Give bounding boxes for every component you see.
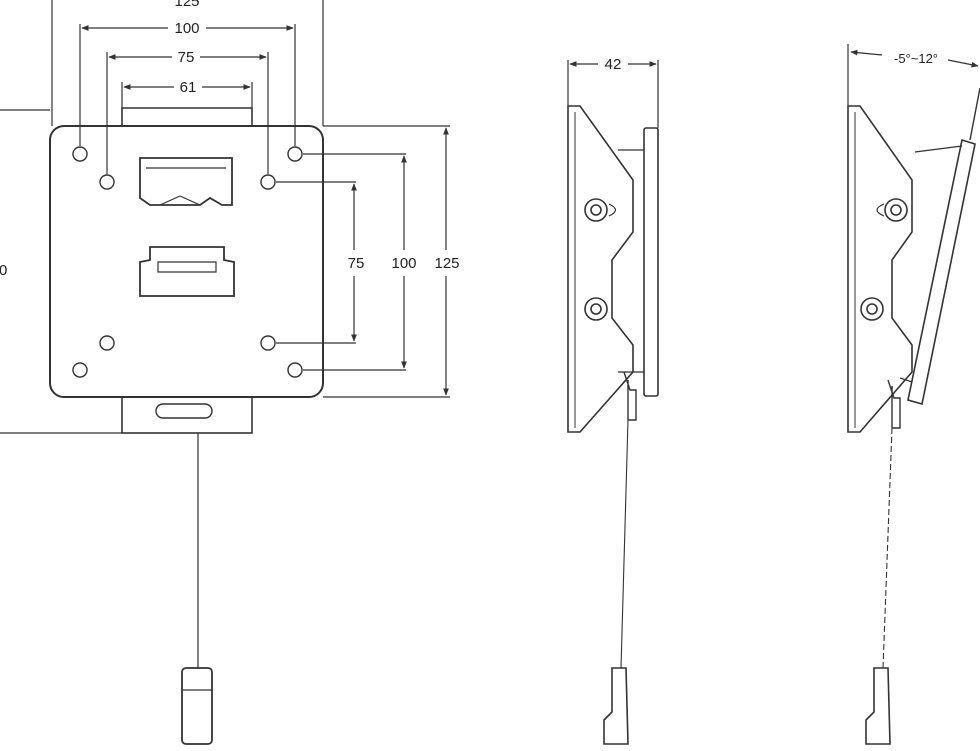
vesa-hole-125-br (287, 362, 303, 378)
tilt-wall-plate (847, 105, 913, 433)
side-vesa-plate (643, 127, 659, 397)
tilt-screw-upper (884, 198, 908, 222)
dim-label-tilt: -5°~12° (894, 51, 938, 66)
side-view (567, 105, 659, 745)
tilt-view (847, 87, 980, 745)
vesa-hole-125-bl (72, 362, 88, 378)
dim-label-100-right: 100 (391, 255, 416, 272)
front-view (49, 107, 324, 745)
dim-label-left: 0 (0, 262, 7, 279)
bottom-tab-slot (155, 403, 213, 419)
dim-label-42: 42 (605, 56, 622, 73)
vesa-hole-125-tr (287, 146, 303, 162)
dim-label-125-top: 125 (174, 0, 199, 10)
dim-label-75-top: 75 (178, 49, 195, 66)
side-pull-handle (603, 667, 629, 745)
side-dimensions (567, 60, 659, 128)
vesa-hole-100-bl (99, 335, 115, 351)
tilt-vesa-plate (907, 138, 976, 406)
tilt-pull-handle (865, 667, 891, 745)
pull-handle (181, 667, 213, 745)
tilt-screw-lower (860, 297, 884, 321)
plate-bottom-tab (121, 396, 253, 434)
vesa-hole-100-tr (260, 174, 276, 190)
vesa-hole-100-tl (99, 174, 115, 190)
dim-label-61-top: 61 (180, 79, 197, 96)
vesa-hole-125-tl (72, 146, 88, 162)
front-dimension-labels: 125 100 75 61 0 75 100 125 (0, 0, 460, 279)
vesa-hole-100-br (260, 335, 276, 351)
side-screw-lower (584, 297, 608, 321)
side-wall-plate (567, 105, 634, 433)
dim-label-75-right: 75 (348, 255, 365, 272)
dim-label-100-top: 100 (174, 20, 199, 37)
tilt-dimensions (847, 44, 979, 106)
upper-hook-bracket (139, 157, 233, 206)
side-screw-upper (584, 198, 608, 222)
lower-hook-bracket (139, 246, 235, 297)
dim-label-125-right: 125 (434, 255, 459, 272)
front-dimensions (0, 0, 450, 434)
plate-top-tab (121, 107, 253, 126)
